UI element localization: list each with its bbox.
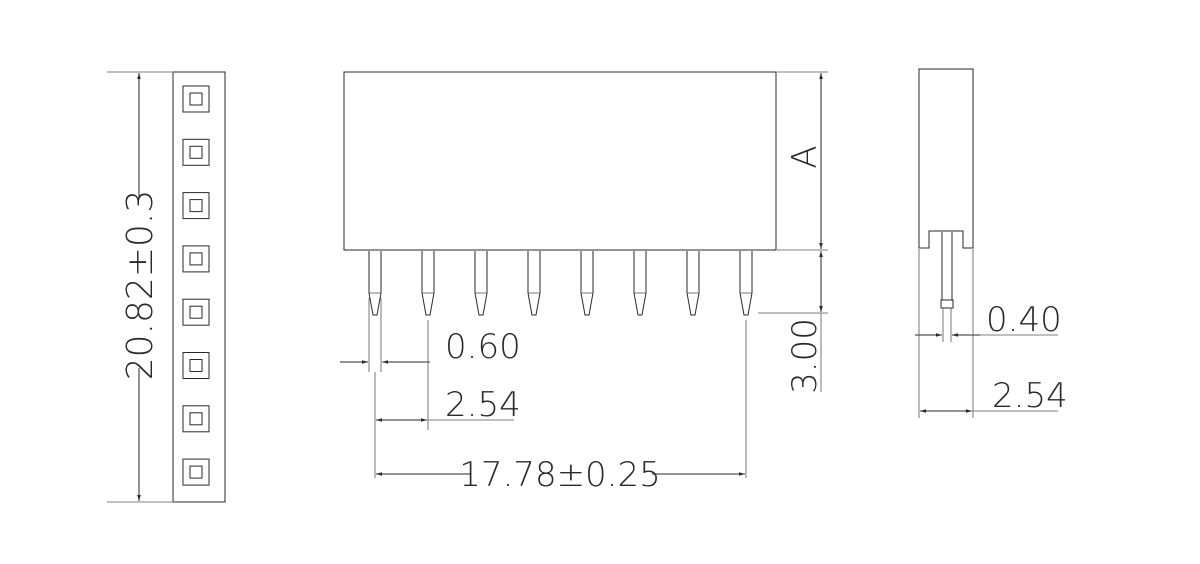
top-view-pad bbox=[182, 352, 210, 379]
top-view-pad bbox=[182, 405, 210, 433]
front-view-pin bbox=[368, 251, 382, 316]
top-view-pad-hole bbox=[189, 145, 203, 159]
front-view-pin bbox=[739, 251, 753, 316]
front-view-pin bbox=[686, 251, 700, 316]
top-view-pad bbox=[182, 85, 210, 113]
top-view: 20.82±0.3 bbox=[107, 71, 226, 503]
front-view-pin bbox=[580, 251, 594, 316]
top-view-pad-hole bbox=[189, 359, 203, 372]
front-view: A 3.00 0.60 2.54 17.78±0.25 bbox=[340, 71, 828, 495]
top-view-pad-hole bbox=[189, 252, 203, 266]
length-dimension-label: 20.82±0.3 bbox=[120, 190, 161, 380]
side-width-label: 2.54 bbox=[992, 376, 1068, 416]
pin-length-label: 3.00 bbox=[785, 318, 825, 394]
top-view-pad-hole bbox=[189, 199, 203, 213]
front-view-pin bbox=[527, 251, 541, 316]
front-view-pin bbox=[633, 251, 647, 316]
front-view-pin bbox=[421, 251, 435, 316]
top-view-pad-hole bbox=[189, 465, 203, 479]
pin-width-label: 0.60 bbox=[445, 327, 521, 367]
side-view: 0.40 2.54 bbox=[915, 68, 1068, 418]
top-view-pad bbox=[182, 298, 210, 326]
side-view-pin-tip bbox=[940, 299, 954, 309]
front-view-pin bbox=[474, 251, 488, 316]
top-view-body bbox=[172, 71, 226, 503]
height-dimension-label: A bbox=[785, 145, 825, 168]
top-view-pad bbox=[182, 245, 210, 273]
top-view-pad bbox=[182, 192, 210, 220]
side-pin-width-label: 0.40 bbox=[986, 300, 1062, 340]
pitch-label: 2.54 bbox=[445, 385, 521, 425]
front-view-pins bbox=[368, 251, 753, 316]
top-view-pad bbox=[182, 138, 210, 166]
top-view-pads bbox=[182, 85, 210, 486]
top-view-pad-hole bbox=[189, 305, 203, 319]
front-view-body bbox=[343, 71, 777, 251]
top-view-pad bbox=[182, 458, 210, 486]
span-label: 17.78±0.25 bbox=[459, 455, 661, 495]
top-view-pad-hole bbox=[189, 412, 203, 426]
top-view-pad-hole bbox=[189, 92, 203, 106]
side-view-body bbox=[918, 68, 974, 249]
side-view-pin bbox=[941, 232, 953, 301]
